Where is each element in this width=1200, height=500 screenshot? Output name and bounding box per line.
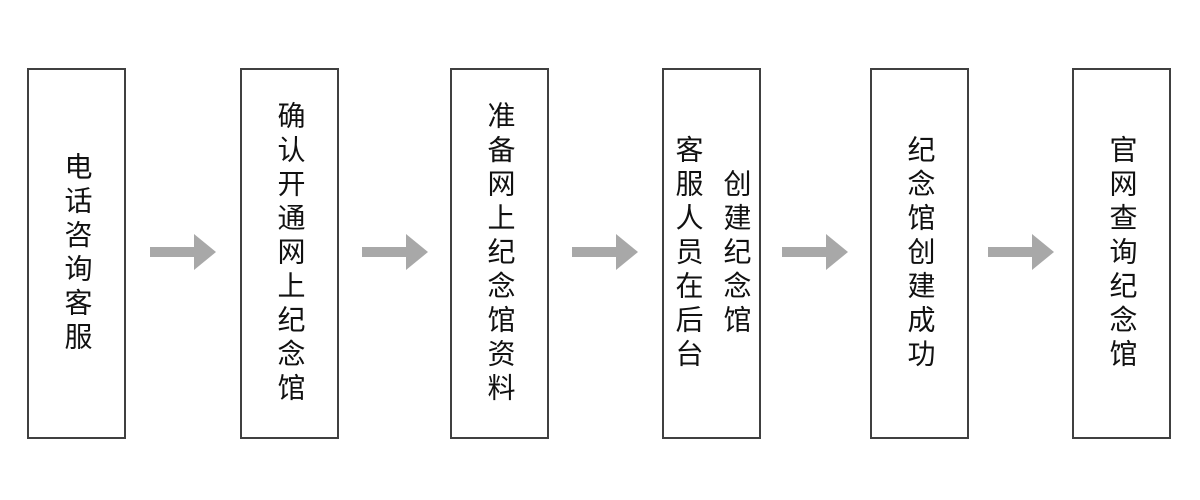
flow-step-box-1: 电话咨询客服: [27, 68, 126, 439]
flow-step-label-6: 官网查询纪念馆: [1106, 134, 1138, 373]
flow-step-label-5: 纪念馆创建成功: [904, 134, 936, 373]
flow-step-box-4: 客服人员在后台 创建纪念馆: [662, 68, 761, 439]
right-arrow-icon: [988, 234, 1054, 270]
right-arrow-icon: [782, 234, 848, 270]
flow-step-box-3: 准备网上纪念馆资料: [450, 68, 549, 439]
flow-step-box-2: 确认开通网上纪念馆: [240, 68, 339, 439]
flow-step-label-4: 客服人员在后台 创建纪念馆: [672, 134, 752, 373]
flow-step-box-6: 官网查询纪念馆: [1072, 68, 1171, 439]
right-arrow-icon: [362, 234, 428, 270]
right-arrow-icon: [572, 234, 638, 270]
flow-step-label-1: 电话咨询客服: [61, 151, 93, 356]
flow-step-box-5: 纪念馆创建成功: [870, 68, 969, 439]
right-arrow-icon: [150, 234, 216, 270]
flow-step-label-3: 准备网上纪念馆资料: [484, 100, 516, 407]
flow-step-label-2: 确认开通网上纪念馆: [274, 100, 306, 407]
